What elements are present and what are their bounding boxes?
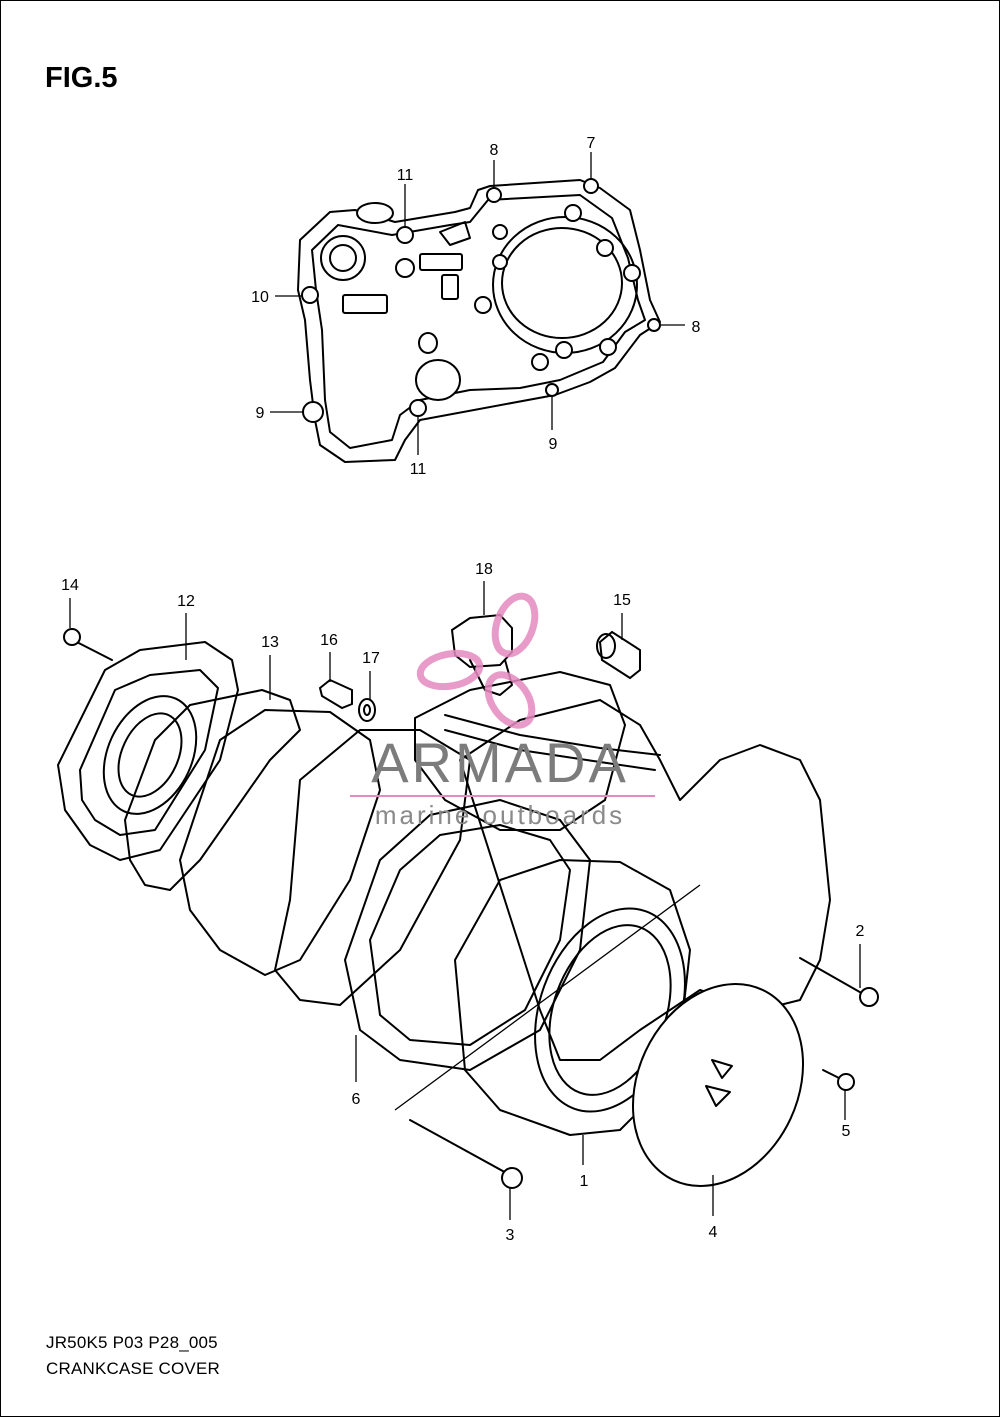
propeller-logo-icon <box>416 592 539 729</box>
watermark: ARMADA marine outboards <box>350 592 655 830</box>
watermark-brand: ARMADA <box>371 731 629 794</box>
figure-title: FIG.5 <box>45 62 118 94</box>
callout-label: 4 <box>709 1224 718 1241</box>
assembly-callouts: 14 12 13 16 17 18 15 2 6 5 1 3 4 <box>61 561 864 1244</box>
callout-label: 2 <box>856 923 865 940</box>
assembly-drawing <box>57 581 879 1220</box>
callout-label: 3 <box>506 1227 515 1244</box>
callout-label: 5 <box>842 1123 851 1140</box>
callout-label: 14 <box>61 577 79 594</box>
gasket-drawing <box>270 152 685 463</box>
callout-label: 12 <box>177 593 195 610</box>
callout-label: 17 <box>362 650 380 667</box>
watermark-tagline: marine outboards <box>375 800 625 830</box>
callout-label: 7 <box>587 135 596 152</box>
callout-label: 9 <box>549 436 558 453</box>
callout-label: 11 <box>397 167 414 184</box>
gasket-bolt-holes <box>301 178 661 423</box>
diagram-name: CRANKCASE COVER <box>46 1359 220 1378</box>
callout-label: 16 <box>320 632 338 649</box>
callout-label: 8 <box>490 142 499 159</box>
callout-label: 11 <box>410 461 427 478</box>
callout-label: 15 <box>613 592 631 609</box>
callout-label: 9 <box>256 405 265 422</box>
diagram-code: JR50K5 P03 P28_005 <box>46 1333 218 1352</box>
callout-label: 1 <box>580 1173 589 1190</box>
callout-label: 8 <box>692 319 701 336</box>
callout-label: 10 <box>251 289 269 306</box>
callout-label: 6 <box>352 1091 361 1108</box>
gasket-callouts: 8 7 11 10 8 9 11 9 <box>251 135 700 478</box>
callout-label: 13 <box>261 634 279 651</box>
callout-label: 18 <box>475 561 493 578</box>
